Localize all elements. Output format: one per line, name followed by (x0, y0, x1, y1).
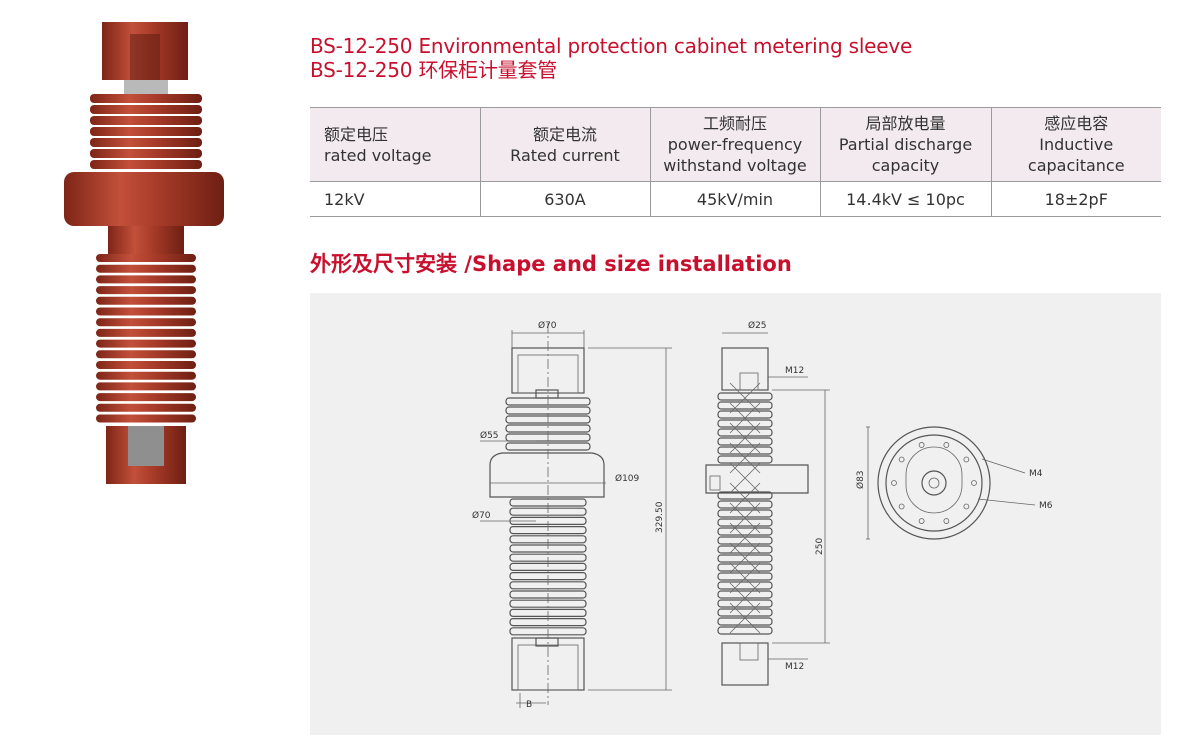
end-view-drawing (866, 426, 1036, 540)
shed (96, 307, 196, 316)
bushing-product-photo (64, 22, 224, 484)
bolt-hole (891, 480, 897, 486)
shed (96, 414, 196, 423)
shed (96, 286, 196, 295)
section-view-drawing (705, 332, 830, 686)
shed (717, 527, 773, 536)
shed (90, 127, 202, 136)
shed (717, 572, 773, 581)
shed (717, 536, 773, 545)
shed (96, 382, 196, 391)
title-block: BS-12-250 Environmental protection cabin… (310, 34, 912, 82)
shed (90, 94, 202, 103)
shed (717, 608, 773, 617)
shed (96, 328, 196, 337)
shed (717, 599, 773, 608)
front-height-label: 329.50 (655, 501, 665, 533)
shed (96, 254, 196, 262)
shed (717, 428, 773, 437)
shed (96, 371, 196, 380)
shed (717, 446, 773, 455)
shed (717, 392, 773, 401)
bolt-hole (963, 456, 970, 463)
shed (717, 491, 773, 500)
bolt-hole (918, 518, 925, 524)
section-top-dia-label: Ø25 (748, 320, 767, 331)
shed (96, 318, 196, 327)
shed (96, 361, 196, 369)
shed (90, 116, 202, 125)
shed (717, 455, 773, 464)
section-heading: 外形及尺寸安装 /Shape and size installation (310, 252, 792, 276)
shed (717, 590, 773, 599)
shed (96, 275, 196, 284)
shed (96, 403, 196, 412)
cell-rated-voltage: 12kV (310, 181, 481, 217)
shed (96, 393, 196, 402)
shed (717, 419, 773, 428)
shed (717, 581, 773, 590)
shed (717, 617, 773, 626)
bolt-hole (943, 442, 950, 448)
title-chinese: BS-12-250 环保柜计量套管 (310, 58, 558, 82)
front-shed-dia-label: Ø55 (480, 430, 499, 441)
front-top-dia-label: Ø70 (538, 320, 557, 331)
front-flange-dia-label: Ø109 (615, 473, 640, 484)
shed (96, 339, 196, 348)
shed (717, 509, 773, 518)
shed (96, 296, 196, 305)
shed (90, 138, 202, 147)
technical-drawing: Ø70 Ø55 Ø109 Ø70 329.50 B Ø25 M12 M12 25… (310, 293, 1161, 735)
shed (717, 545, 773, 554)
end-m6-label: M6 (1039, 501, 1053, 511)
section-top-thread-label: M12 (785, 366, 804, 376)
shed (717, 437, 773, 446)
cell-rated-current: 630A (479, 181, 651, 217)
bolt-hole (943, 518, 950, 524)
front-view-drawing (480, 323, 672, 708)
shed (717, 401, 773, 410)
bolt-hole (898, 503, 905, 510)
shed (717, 500, 773, 509)
table-row: 12kV 630A 45kV/min 14.4kV ≤ 10pc 18±2pF (310, 181, 1161, 217)
front-bottom-label: B (526, 700, 532, 710)
section-bottom-thread-label: M12 (785, 662, 804, 672)
section-length-label: 250 (815, 538, 825, 555)
title-english: BS-12-250 Environmental protection cabin… (310, 34, 913, 58)
end-dia-label: Ø83 (855, 470, 866, 489)
bolt-hole (918, 442, 925, 448)
shed (90, 105, 202, 114)
shed (717, 410, 773, 419)
cell-withstand-voltage: 45kV/min (649, 181, 821, 217)
cell-partial-discharge: 14.4kV ≤ 10pc (819, 181, 992, 217)
shed (717, 563, 773, 572)
front-lower-dia-label: Ø70 (472, 510, 491, 521)
end-m4-label: M4 (1029, 469, 1043, 479)
shed (717, 626, 773, 635)
cell-capacitance: 18±2pF (990, 181, 1161, 217)
shed (96, 350, 196, 359)
shed (90, 160, 202, 169)
shed (717, 518, 773, 527)
shed (717, 554, 773, 563)
shed (96, 264, 196, 273)
bolt-hole (963, 503, 970, 510)
shed (90, 149, 202, 158)
bolt-hole (898, 456, 905, 463)
bolt-hole (971, 480, 977, 486)
